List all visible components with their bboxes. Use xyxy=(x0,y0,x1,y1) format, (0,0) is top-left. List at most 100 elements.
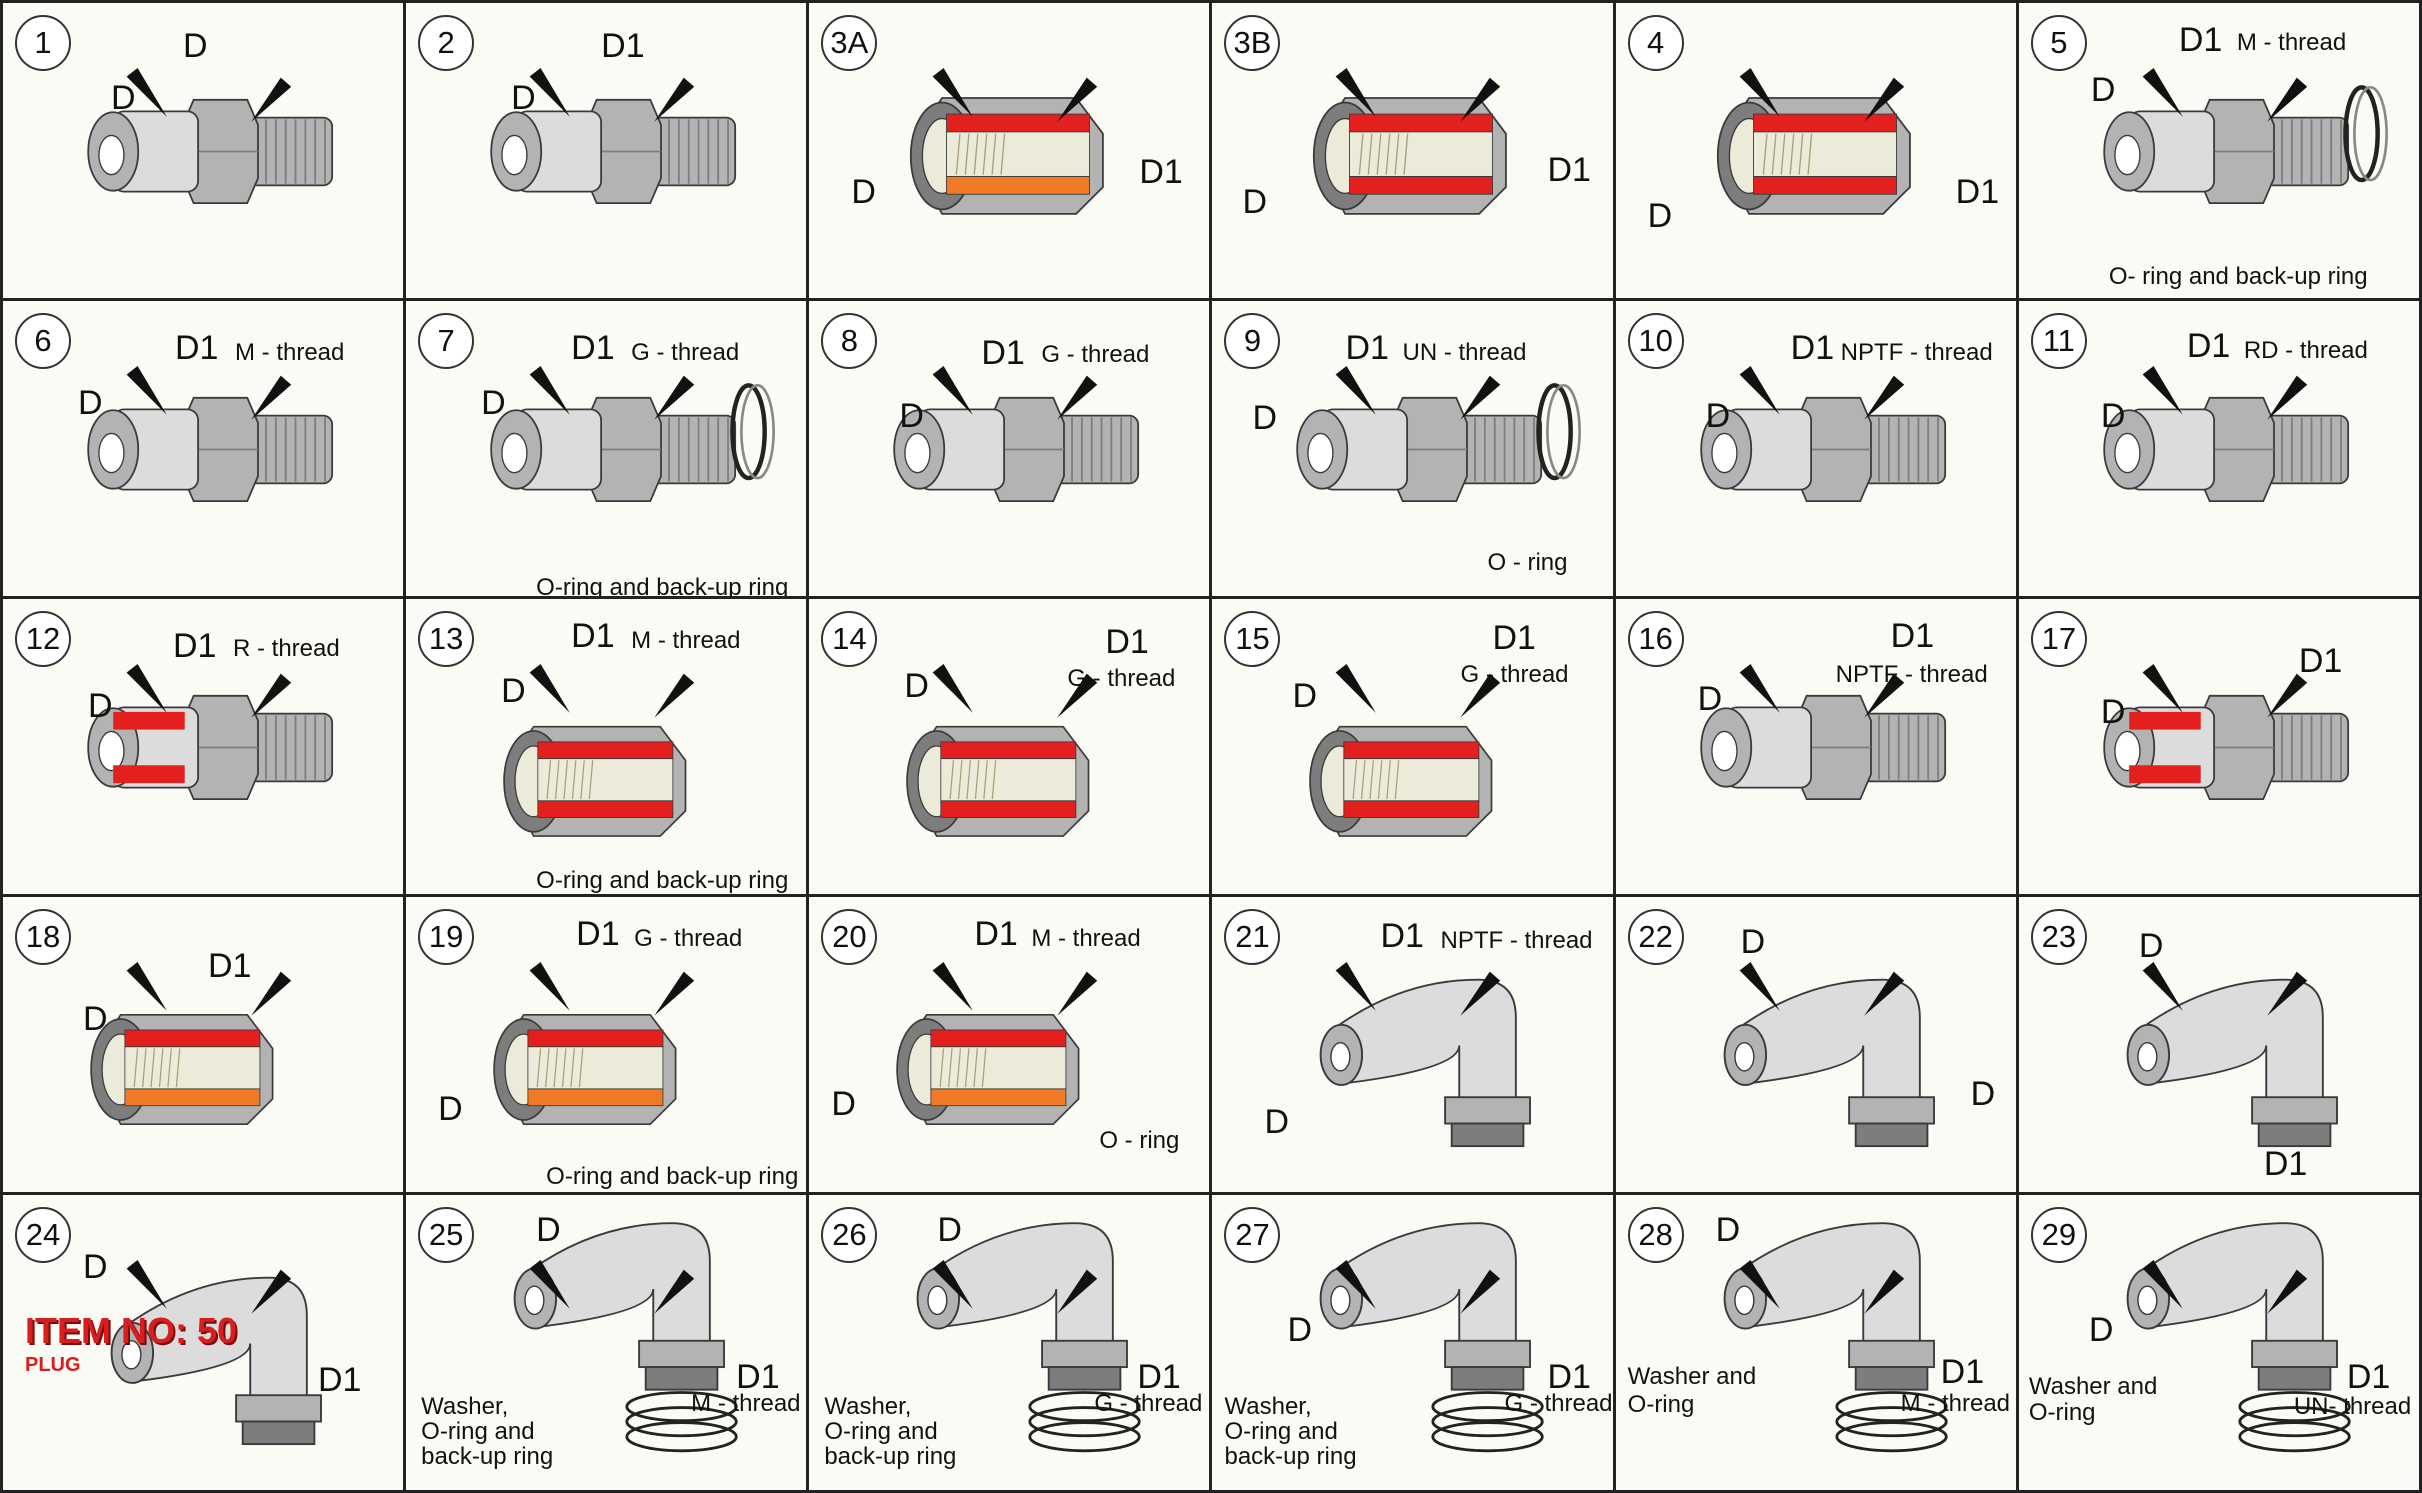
leader-arrow xyxy=(126,68,167,117)
callout-label: back-up ring xyxy=(421,1443,554,1470)
leader-arrow xyxy=(1057,673,1098,718)
callout-label: M - thread xyxy=(2236,29,2347,56)
dimension-label: D1 xyxy=(1547,1358,1591,1396)
leader-arrow xyxy=(1863,1269,1904,1314)
callout-label: back-up ring xyxy=(1224,1443,1357,1470)
callout-label: NPTF - thread xyxy=(1840,339,1993,366)
dimension-label: D1 xyxy=(981,334,1025,372)
dimension-label: D1 xyxy=(173,627,217,665)
elbow-fitting xyxy=(110,1276,322,1446)
fitting-illustration xyxy=(1309,664,1501,837)
elbow-fitting xyxy=(1320,1222,1545,1453)
dimension-label: D xyxy=(1740,923,1766,961)
dimension-label: D xyxy=(1647,197,1673,235)
callout-label: back-up ring xyxy=(824,1443,957,1470)
item-number-badge: 25 xyxy=(418,1207,475,1263)
callout-label: G - thread xyxy=(1041,341,1150,368)
callout-label: O-ring and back-up ring xyxy=(546,1163,799,1190)
item-number-badge: 15 xyxy=(1224,611,1281,667)
leader-arrow xyxy=(1460,375,1501,420)
leader-arrow xyxy=(529,962,570,1011)
fitting-illustration xyxy=(110,1260,322,1446)
fitting-illustration xyxy=(490,366,776,503)
item-number-badge: 23 xyxy=(2030,909,2087,965)
item-number-badge: 16 xyxy=(1627,611,1684,667)
dimension-label: D xyxy=(83,1000,108,1038)
straight-fitting xyxy=(2103,396,2349,503)
dimension-label: D xyxy=(1242,183,1268,221)
sectioned-nut xyxy=(906,725,1090,837)
item-number-badge: 28 xyxy=(1627,1207,1684,1263)
leader-arrow xyxy=(126,664,167,713)
callout-label: Washer and xyxy=(2028,1373,2158,1400)
dimension-label: D1 xyxy=(1955,173,2000,211)
dimension-label: D1 xyxy=(2298,642,2343,680)
leader-arrow xyxy=(2142,962,2183,1011)
callout-label: O-ring and back-up ring xyxy=(536,574,789,599)
item-number-badge: 21 xyxy=(1224,909,1281,965)
sectioned-nut xyxy=(503,725,687,837)
sectioned-nut xyxy=(1309,725,1493,837)
callout-label: R - thread xyxy=(233,635,340,662)
callout-label: O-ring and back-up ring xyxy=(536,867,789,894)
callout-label: Washer, xyxy=(421,1393,509,1420)
callout-label: O- ring and back-up ring xyxy=(2108,263,2368,290)
callout-label: NPTF - thread xyxy=(1835,661,1988,688)
fitting-illustration xyxy=(513,1222,738,1453)
leader-arrow xyxy=(1336,366,1377,415)
leader-arrow xyxy=(529,366,570,415)
leader-arrow xyxy=(932,1260,974,1309)
dimension-label: D xyxy=(1287,1311,1313,1349)
dimension-label: D xyxy=(904,667,929,705)
leader-arrow xyxy=(1336,962,1377,1011)
dimension-label: D xyxy=(851,173,876,211)
item-number-badge: 13 xyxy=(418,611,475,667)
leader-arrow xyxy=(251,77,292,122)
straight-fitting xyxy=(87,98,334,205)
dimension-label: D xyxy=(937,1211,962,1249)
callout-label: O-ring xyxy=(2028,1399,2096,1426)
callout-label: G - thread xyxy=(1504,1390,1613,1417)
item-number-badge: 18 xyxy=(15,909,71,965)
dimension-label: D1 xyxy=(1790,329,1835,367)
dimension-label: D1 xyxy=(571,617,615,655)
dimension-label: D1 xyxy=(175,329,219,367)
item-number-badge: 22 xyxy=(1627,909,1684,965)
leader-arrow xyxy=(654,673,695,718)
dimension-label: D1 xyxy=(1139,153,1183,191)
straight-fitting xyxy=(1296,383,1582,503)
callout-label: Washer and xyxy=(1627,1363,1757,1390)
fitting-illustration xyxy=(893,366,1140,503)
fitting-illustration xyxy=(1699,664,1946,801)
dimension-label: D xyxy=(1715,1211,1741,1249)
dimension-label: D1 xyxy=(974,915,1018,953)
item-number-badge: 3B xyxy=(1224,15,1281,71)
dimension-label: D1 xyxy=(1345,329,1389,367)
fitting-cell-3b: 3B D D1 xyxy=(1212,3,1616,301)
fitting-illustration xyxy=(503,664,695,837)
leader-arrow xyxy=(2142,366,2183,415)
leader-arrow xyxy=(1739,664,1780,713)
dimension-label: D xyxy=(2100,397,2126,435)
dimension-label: D xyxy=(438,1090,463,1128)
dimension-label: D1 xyxy=(1137,1358,1181,1396)
callout-label: UN - thread xyxy=(1402,339,1527,366)
straight-fitting xyxy=(87,396,334,503)
leader-arrow xyxy=(2142,1260,2183,1309)
callout-label: G - thread xyxy=(1094,1390,1203,1417)
leader-arrow xyxy=(251,971,292,1016)
fitting-illustration xyxy=(1320,1222,1545,1453)
leader-arrow xyxy=(2267,375,2308,420)
dimension-label: D1 xyxy=(1547,151,1591,189)
item-number-badge: 12 xyxy=(15,611,71,667)
callout-label: G - thread xyxy=(631,339,740,366)
fitting-illustration xyxy=(1723,962,1935,1148)
